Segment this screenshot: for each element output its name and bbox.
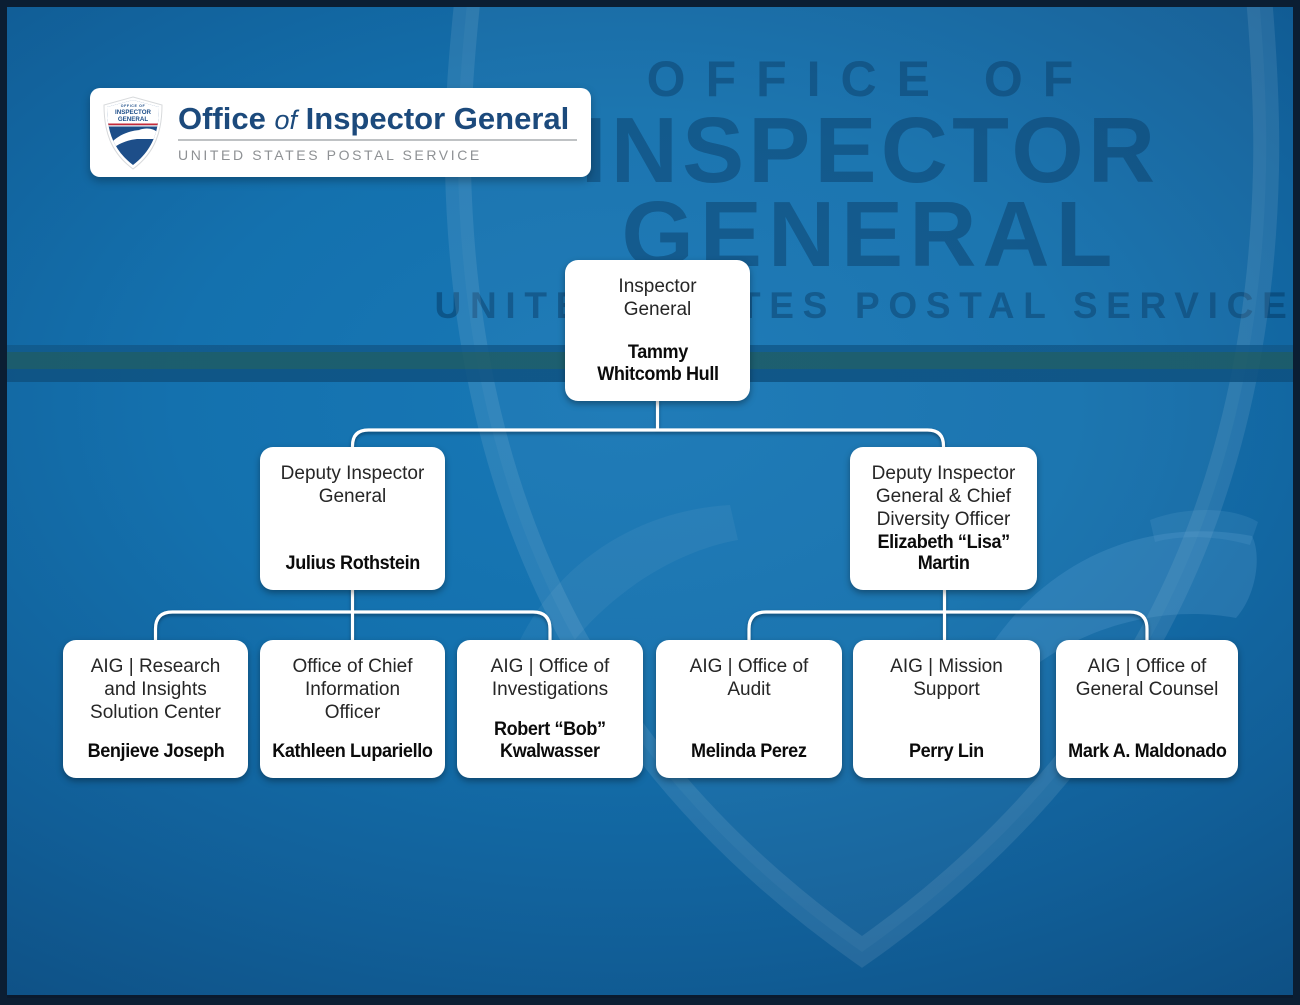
- org-node-chief-information-officer: Office of Chief Information Officer Kath…: [260, 640, 445, 778]
- svg-text:GENERAL: GENERAL: [118, 116, 148, 123]
- node-name: Elizabeth “Lisa” Martin: [877, 531, 1010, 574]
- oig-logo-text: Office of Inspector General UNITED STATE…: [178, 103, 591, 163]
- node-name: Melinda Perez: [691, 740, 807, 762]
- node-name: Mark A. Maldonado: [1067, 740, 1227, 762]
- logo-divider: [178, 138, 577, 141]
- node-title: AIG | Research and Insights Solution Cen…: [90, 656, 221, 724]
- node-title: Deputy Inspector General & Chief Diversi…: [871, 463, 1016, 531]
- node-title: AIG | Office of General Counsel: [1075, 656, 1219, 701]
- watermark-line-office-of: OFFICE OF: [440, 50, 1300, 108]
- node-title: AIG | Mission Support: [890, 656, 1003, 701]
- node-name: Robert “Bob” Kwalwasser: [494, 719, 606, 762]
- node-title: AIG | Office of Investigations: [490, 656, 610, 701]
- node-title: AIG | Office of Audit: [689, 656, 809, 701]
- org-node-aig-general-counsel: AIG | Office of General Counsel Mark A. …: [1056, 640, 1238, 778]
- svg-text:INSPECTOR: INSPECTOR: [115, 109, 152, 116]
- org-node-inspector-general: Inspector General Tammy Whitcomb Hull: [565, 260, 750, 401]
- node-name: Julius Rothstein: [285, 552, 420, 574]
- org-node-deputy-ig-chief-diversity-officer: Deputy Inspector General & Chief Diversi…: [850, 447, 1037, 590]
- org-node-aig-research-insights: AIG | Research and Insights Solution Cen…: [63, 640, 248, 778]
- oig-logo-title: Office of Inspector General: [178, 100, 570, 136]
- svg-text:OFFICE OF: OFFICE OF: [121, 104, 146, 108]
- node-title: Office of Chief Information Officer: [292, 656, 413, 724]
- node-name: Tammy Whitcomb Hull: [596, 342, 719, 385]
- oig-logo-subtitle: UNITED STATES POSTAL SERVICE: [178, 146, 482, 163]
- node-name: Perry Lin: [909, 740, 984, 762]
- node-name: Kathleen Lupariello: [272, 740, 433, 762]
- node-name: Benjieve Joseph: [87, 740, 224, 762]
- node-title: Deputy Inspector General: [280, 463, 425, 508]
- org-node-aig-investigations: AIG | Office of Investigations Robert “B…: [457, 640, 643, 778]
- org-node-aig-audit: AIG | Office of Audit Melinda Perez: [656, 640, 842, 778]
- oig-logo-card: OFFICE OF INSPECTOR GENERAL Office of In…: [90, 88, 591, 177]
- watermark-line-inspector: INSPECTOR: [440, 97, 1300, 204]
- oig-shield-icon: OFFICE OF INSPECTOR GENERAL: [103, 95, 163, 170]
- org-node-aig-mission-support: AIG | Mission Support Perry Lin: [853, 640, 1040, 778]
- node-title: Inspector General: [618, 276, 697, 321]
- org-node-deputy-inspector-general: Deputy Inspector General Julius Rothstei…: [260, 447, 445, 590]
